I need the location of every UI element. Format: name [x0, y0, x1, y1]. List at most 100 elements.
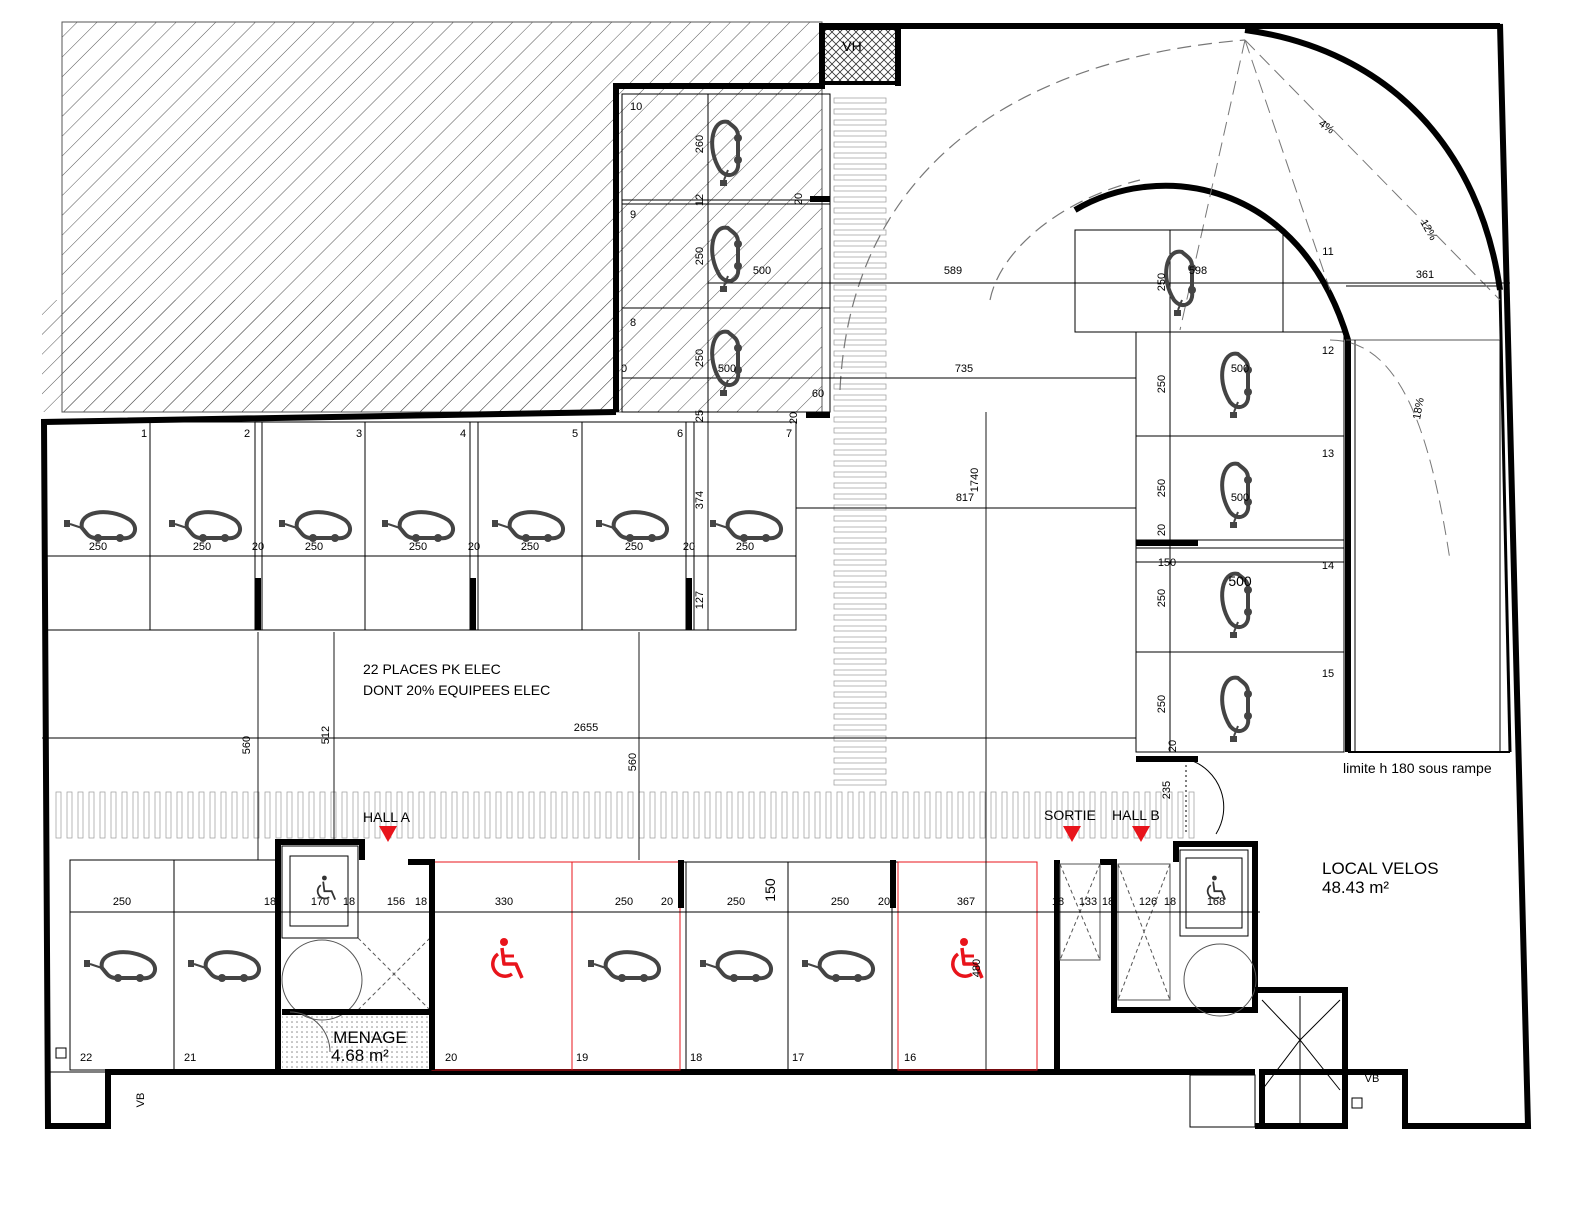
dimension-text: 250	[831, 896, 849, 908]
local-velos-area: 48.43 m²	[1322, 878, 1389, 897]
dimension-text: 500	[718, 363, 736, 375]
top-parking-row	[45, 421, 797, 631]
dimension-text: 250	[1156, 479, 1168, 497]
dimension-text: 250	[1156, 375, 1168, 393]
ev-charger-icon	[277, 510, 353, 544]
dimension-text: 560	[627, 753, 639, 771]
dimension-text: 60	[812, 388, 824, 400]
ev-charger-icon	[586, 950, 662, 984]
spot-number: 12	[1322, 345, 1334, 357]
pedestrian-crossing-horizontal	[55, 791, 1195, 839]
hall-a-label: HALL A	[363, 809, 411, 825]
ev-charger-icon	[800, 950, 876, 984]
ev-charger-icon	[167, 510, 243, 544]
dimension-text: 817	[956, 492, 974, 504]
spot-number: 13	[1322, 448, 1334, 460]
ev-charger-icon	[1220, 675, 1254, 744]
dimension-text: 18	[1164, 896, 1176, 908]
dimension-text: 250	[727, 896, 745, 908]
dimension-text: 250	[193, 541, 211, 553]
dimension-lines	[42, 282, 1510, 1070]
spot-number: 11	[1322, 246, 1333, 258]
spot-number: 21	[184, 1052, 196, 1064]
dimension-text: 18	[1052, 896, 1064, 908]
spot-number: 8	[630, 317, 636, 329]
dimension-text: 250	[694, 247, 706, 265]
wheelchair-icon	[1206, 875, 1227, 900]
outer-wall	[613, 23, 1532, 1129]
spot-number: 22	[80, 1052, 92, 1064]
dimension-text: 20	[793, 193, 805, 205]
dimension-text: 589	[944, 265, 962, 277]
accessible-parking-icon	[491, 936, 524, 980]
spot-number: 7	[786, 428, 792, 440]
bottom-parking-row	[69, 859, 1060, 1071]
dimension-text: 560	[241, 736, 253, 754]
dimension-text: 374	[694, 491, 706, 509]
dimension-text: 500	[753, 265, 771, 277]
dimension-text: 156	[387, 896, 405, 908]
dimension-text: 260	[694, 135, 706, 153]
dimension-text: 20	[1167, 740, 1179, 752]
spot-number: 9	[630, 209, 636, 221]
dimension-text: 168	[1207, 896, 1225, 908]
hall-a-block	[275, 839, 435, 1070]
dimension-text: 250	[89, 541, 107, 553]
spot-number: 16	[904, 1052, 916, 1064]
dimension-text: 250	[1156, 589, 1168, 607]
vb-right-label: VB	[1365, 1073, 1380, 1085]
spot-number: 17	[792, 1052, 804, 1064]
dimension-text: 0	[621, 363, 627, 375]
dimension-text: 250	[615, 896, 633, 908]
dimension-text: 20	[683, 541, 695, 553]
hall-b-arrow-icon	[1132, 826, 1150, 842]
stair-block	[1189, 987, 1348, 1129]
ramp-slope-2: 12%	[1417, 218, 1439, 243]
dimension-text: 20	[1156, 524, 1168, 536]
vb-left-label: VB	[135, 1093, 147, 1108]
dimension-text: 1740	[969, 468, 981, 492]
ev-charger-icon	[490, 510, 566, 544]
spot-number: 6	[677, 428, 683, 440]
dimension-text: 20	[878, 896, 890, 908]
dimension-text: 20	[661, 896, 673, 908]
spot-number: 2	[244, 428, 250, 440]
vh-shaft	[820, 26, 900, 85]
dimension-text: 735	[955, 363, 973, 375]
dimension-text: 250	[409, 541, 427, 553]
dimension-text: 2655	[574, 722, 598, 734]
spot-number: 18	[690, 1052, 702, 1064]
ev-charger-icon	[380, 510, 456, 544]
dimension-text: 330	[495, 896, 513, 908]
dimension-text: 250	[113, 896, 131, 908]
dimension-text: 20	[788, 412, 800, 424]
ev-charger-icon	[186, 950, 262, 984]
dimension-text: 250	[305, 541, 323, 553]
pk-summary-line2: DONT 20% EQUIPEES ELEC	[363, 682, 550, 698]
menage-label: MENAGE	[333, 1028, 407, 1047]
spot-number: 20	[445, 1052, 457, 1064]
dimension-text: 250	[625, 541, 643, 553]
spot-number: 4	[460, 428, 466, 440]
dimension-text: 18	[1102, 896, 1114, 908]
hall-a-arrow-icon	[379, 826, 397, 842]
dimension-text: 512	[320, 726, 332, 744]
menage-area: 4.68 m²	[331, 1046, 389, 1065]
local-velos-label: LOCAL VELOS	[1322, 859, 1439, 878]
dimension-text: 126	[1139, 896, 1157, 908]
ramp-slope-1: 4%	[1316, 118, 1336, 137]
dimension-text: 133	[1079, 896, 1097, 908]
ramp-outer-wall	[1498, 289, 1512, 753]
spot-number: 10	[630, 101, 642, 113]
left-parking-column	[621, 93, 831, 418]
hall-b-block	[1059, 759, 1258, 1017]
dimension-text: 235	[1161, 781, 1173, 799]
dimension-text: 250	[1156, 273, 1168, 291]
spot-number: 15	[1322, 668, 1334, 680]
dimension-text: 250	[736, 541, 754, 553]
dimension-text: 18	[264, 896, 276, 908]
dimension-text: 250	[521, 541, 539, 553]
spot-number: 14	[1322, 560, 1334, 572]
spot-number: 1	[141, 428, 147, 440]
dimension-text: 367	[957, 896, 975, 908]
